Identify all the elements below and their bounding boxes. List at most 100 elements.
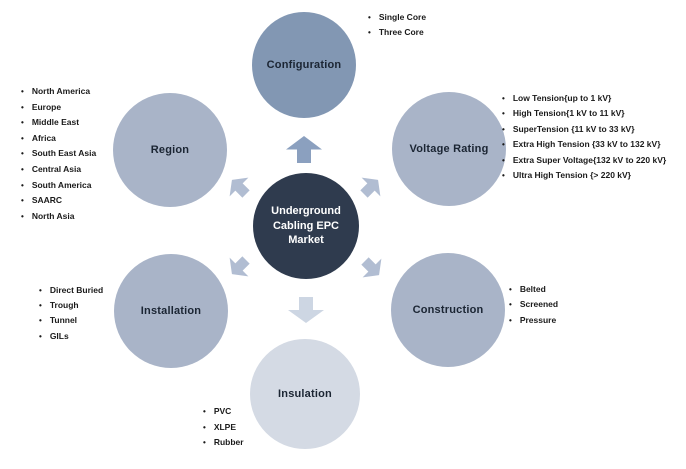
bullet-label: High Tension{1 kV to 11 kV} <box>512 108 625 119</box>
bullet-item: • Direct Buried <box>39 283 103 298</box>
bullet-icon: • <box>368 13 371 22</box>
bullet-icon: • <box>502 171 505 181</box>
arrow-lower-left-icon <box>222 250 256 284</box>
voltage-rating-items-list: • Low Tension{up to 1 kV} • High Tension{1 … <box>502 91 666 183</box>
bullet-label: North America <box>31 86 91 96</box>
bullet-item: • Three Core <box>368 25 426 40</box>
bullet-label: XLPE <box>213 421 237 432</box>
bullet-icon: • <box>21 180 24 190</box>
node-insulation-label: Insulation <box>278 388 332 400</box>
bullet-icon: • <box>502 155 505 165</box>
node-voltage-rating: Voltage Rating <box>392 92 506 206</box>
bullet-label: Tunnel <box>49 315 78 326</box>
bullet-label: Central Asia <box>31 163 82 174</box>
bullet-label: South East Asia <box>31 148 97 159</box>
node-installation-label: Installation <box>140 305 202 317</box>
configuration-items-list: • Single Core • Three Core <box>368 10 426 41</box>
bullet-icon: • <box>21 87 24 96</box>
node-voltage-rating-label: Voltage Rating <box>409 143 489 155</box>
bullet-icon: • <box>203 438 206 448</box>
bullet-item: • Ultra High Tension {> 220 kV} <box>502 168 666 183</box>
bullet-icon: • <box>203 407 206 416</box>
bullet-icon: • <box>21 196 24 206</box>
bullet-item: • South America <box>21 178 96 194</box>
bullet-icon: • <box>509 285 512 294</box>
bullet-item: • GILs <box>39 329 103 344</box>
bullet-item: • Belted <box>509 282 558 297</box>
bullet-item: • North America <box>21 84 96 100</box>
node-region-label: Region <box>150 144 190 156</box>
bullet-item: • Single Core <box>368 10 426 25</box>
bullet-label: Screened <box>519 299 559 310</box>
bullet-icon: • <box>21 164 24 174</box>
bullet-label: Single Core <box>378 12 427 22</box>
bullet-item: • Extra Super Voltage{132 kV to 220 kV} <box>502 153 666 168</box>
installation-items-list: • Direct Buried •Trough • Tunnel • GILs <box>39 283 103 344</box>
bullet-item: • SAARC <box>21 193 96 209</box>
construction-items-list: • Belted • Screened • Pressure <box>509 282 558 328</box>
bullet-icon: • <box>39 286 42 295</box>
center-market-label: Underground Cabling EPC Market <box>271 204 341 247</box>
bullet-item: • Central Asia <box>21 162 96 178</box>
bullet-item: • Low Tension{up to 1 kV} <box>502 91 666 106</box>
node-installation: Installation <box>114 254 228 368</box>
bullet-label: Belted <box>519 284 546 294</box>
bullet-icon: • <box>39 316 42 326</box>
bullet-label: North Asia <box>31 210 75 221</box>
bullet-label: SAARC <box>31 195 63 206</box>
bullet-item: • South East Asia <box>21 146 96 162</box>
bullet-icon: • <box>21 118 24 128</box>
bullet-label: Ultra High Tension {> 220 kV} <box>512 170 631 181</box>
bullet-icon: • <box>502 109 505 119</box>
bullet-icon: • <box>39 331 42 341</box>
bullet-item: • PVC <box>203 404 244 420</box>
bullet-label: Three Core <box>378 27 424 38</box>
arrow-up-icon <box>285 136 323 163</box>
bullet-label: Extra High Tension {33 kV to 132 kV} <box>512 139 661 150</box>
arrow-down-icon <box>287 297 325 323</box>
bullet-label: South America <box>31 179 92 190</box>
region-items-list: • North America • Europe • Middle East • Africa… <box>21 84 96 224</box>
bullet-item: • Middle East <box>21 115 96 131</box>
bullet-label: Extra Super Voltage{132 kV to 220 kV} <box>512 154 667 165</box>
bullet-label: PVC <box>213 406 232 416</box>
bullet-item: •North Asia <box>21 209 96 225</box>
bullet-icon: • <box>21 102 24 112</box>
node-construction-label: Construction <box>412 304 484 316</box>
bullet-label: Low Tension{up to 1 kV} <box>512 93 612 103</box>
bullet-item: • Screened <box>509 297 558 312</box>
arrow-upper-left-icon <box>222 170 256 204</box>
bullet-item: •Trough <box>39 298 103 313</box>
node-construction: Construction <box>391 253 505 367</box>
bullet-icon: • <box>509 300 512 310</box>
bullet-item: • High Tension{1 kV to 11 kV} <box>502 106 666 121</box>
bullet-item: • Tunnel <box>39 313 103 328</box>
node-center-market: Underground Cabling EPC Market <box>253 173 359 279</box>
bullet-item: • SuperTension {11 kV to 33 kV} <box>502 122 666 137</box>
bullet-item: • XLPE <box>203 420 244 436</box>
node-configuration: Configuration <box>252 12 356 118</box>
bullet-icon: • <box>502 124 505 134</box>
bullet-icon: • <box>21 149 24 159</box>
bullet-label: GILs <box>49 330 69 341</box>
node-insulation: Insulation <box>250 339 360 449</box>
bullet-item: • Extra High Tension {33 kV to 132 kV} <box>502 137 666 152</box>
bullet-icon: • <box>509 315 512 325</box>
bullet-label: Europe <box>31 101 62 112</box>
bullet-icon: • <box>502 94 505 103</box>
bullet-label: Africa <box>31 132 56 143</box>
bullet-icon: • <box>203 422 206 432</box>
bullet-item: • Pressure <box>509 313 558 328</box>
node-region: Region <box>113 93 227 207</box>
bullet-label: Pressure <box>519 314 557 325</box>
bullet-icon: • <box>368 28 371 38</box>
bullet-icon: • <box>502 140 505 150</box>
insulation-items-list: •PVC•XLPE•Rubber <box>203 404 244 451</box>
bullet-label: SuperTension {11 kV to 33 kV} <box>512 123 635 134</box>
arrow-lower-right-icon <box>355 251 389 285</box>
bullet-icon: • <box>21 133 24 143</box>
bullet-label: Trough <box>49 300 79 311</box>
bullet-label: Direct Buried <box>49 285 104 295</box>
bullet-label: Middle East <box>31 117 80 128</box>
